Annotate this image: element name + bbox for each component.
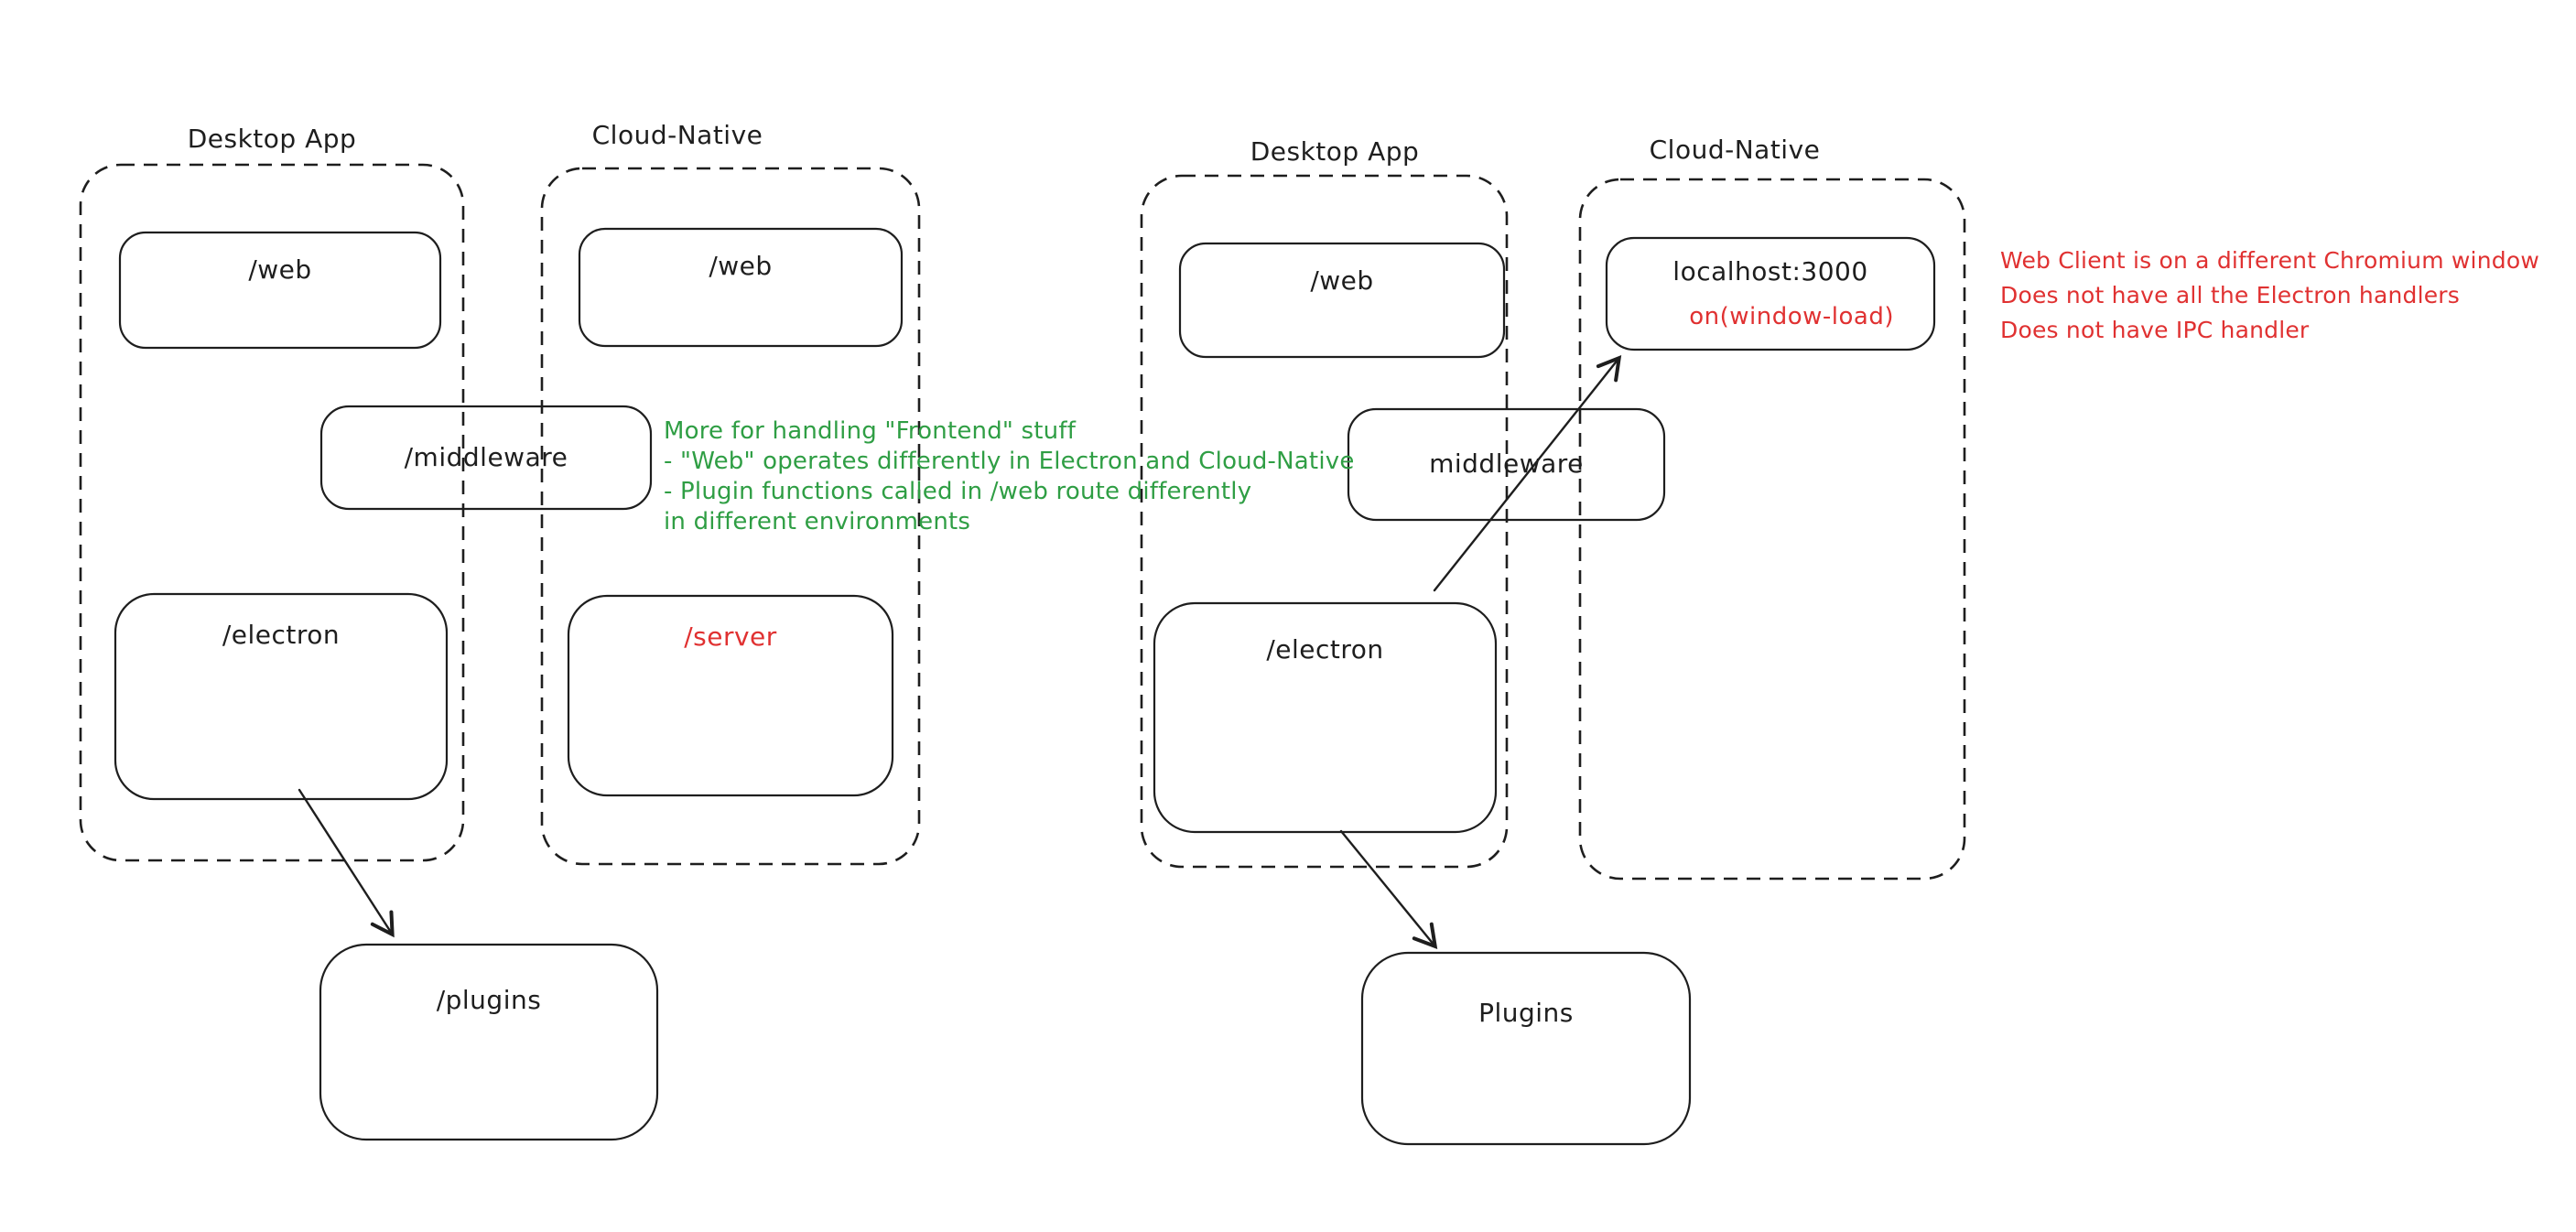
- right-cloud-native-label: Cloud-Native: [1649, 135, 1821, 165]
- right-desktop-app-container: [1140, 174, 1509, 869]
- right-localhost-box: [1605, 236, 1936, 351]
- right-plugins-label: Plugins: [1478, 998, 1574, 1028]
- green-annotation-line-3: - Plugin functions called in /web route …: [664, 478, 1252, 505]
- left-green-annotation: More for handling "Frontend" stuff - "We…: [664, 416, 1355, 537]
- left-plugins-label: /plugins: [436, 985, 542, 1015]
- green-annotation-line-4: in different environments: [664, 508, 971, 535]
- left-desktop-web-label: /web: [248, 254, 312, 285]
- left-cloud-native-label: Cloud-Native: [591, 120, 763, 150]
- right-red-annotation: Web Client is on a different Chromium wi…: [2000, 243, 2539, 348]
- right-desktop-web-label: /web: [1310, 265, 1374, 296]
- left-server-label: /server: [684, 621, 777, 652]
- right-electron-box: [1153, 601, 1498, 834]
- left-plugins-box: [319, 943, 659, 1141]
- right-localhost-label: localhost:3000: [1672, 256, 1868, 286]
- left-cloud-web-label: /web: [709, 251, 773, 281]
- left-desktop-app-label: Desktop App: [187, 124, 357, 154]
- left-electron-label: /electron: [222, 620, 341, 650]
- left-electron-box: [114, 592, 449, 801]
- red-annotation-line-2: Does not have all the Electron handlers: [2000, 282, 2461, 308]
- right-desktop-web-box: [1178, 242, 1506, 359]
- red-annotation-line-3: Does not have IPC handler: [2000, 317, 2310, 343]
- left-desktop-web-box: [118, 231, 442, 350]
- left-server-box: [567, 594, 894, 797]
- right-desktop-app-label: Desktop App: [1250, 136, 1420, 167]
- left-cloud-web-box: [578, 227, 904, 348]
- left-cloud-native-container: [540, 167, 921, 866]
- right-electron-to-localhost-arrow: [1433, 354, 1622, 592]
- left-middleware-box: [319, 405, 653, 511]
- green-annotation-line-1: More for handling "Frontend" stuff: [664, 417, 1077, 445]
- right-electron-to-plugins-arrow: [1339, 829, 1438, 949]
- left-desktop-app-container: [79, 163, 465, 862]
- right-electron-label: /electron: [1266, 634, 1384, 665]
- right-middleware-box: [1347, 407, 1666, 522]
- red-annotation-line-1: Web Client is on a different Chromium wi…: [2000, 247, 2539, 274]
- green-annotation-line-2: - "Web" operates differently in Electron…: [664, 448, 1355, 475]
- left-middleware-label: /middleware: [404, 442, 568, 472]
- right-middleware-label: middleware: [1429, 448, 1584, 479]
- right-cloud-native-container: [1578, 178, 1966, 881]
- left-electron-to-plugins-arrow: [298, 788, 395, 938]
- right-on-window-load-label: on(window-load): [1689, 303, 1894, 330]
- right-plugins-box: [1360, 951, 1692, 1146]
